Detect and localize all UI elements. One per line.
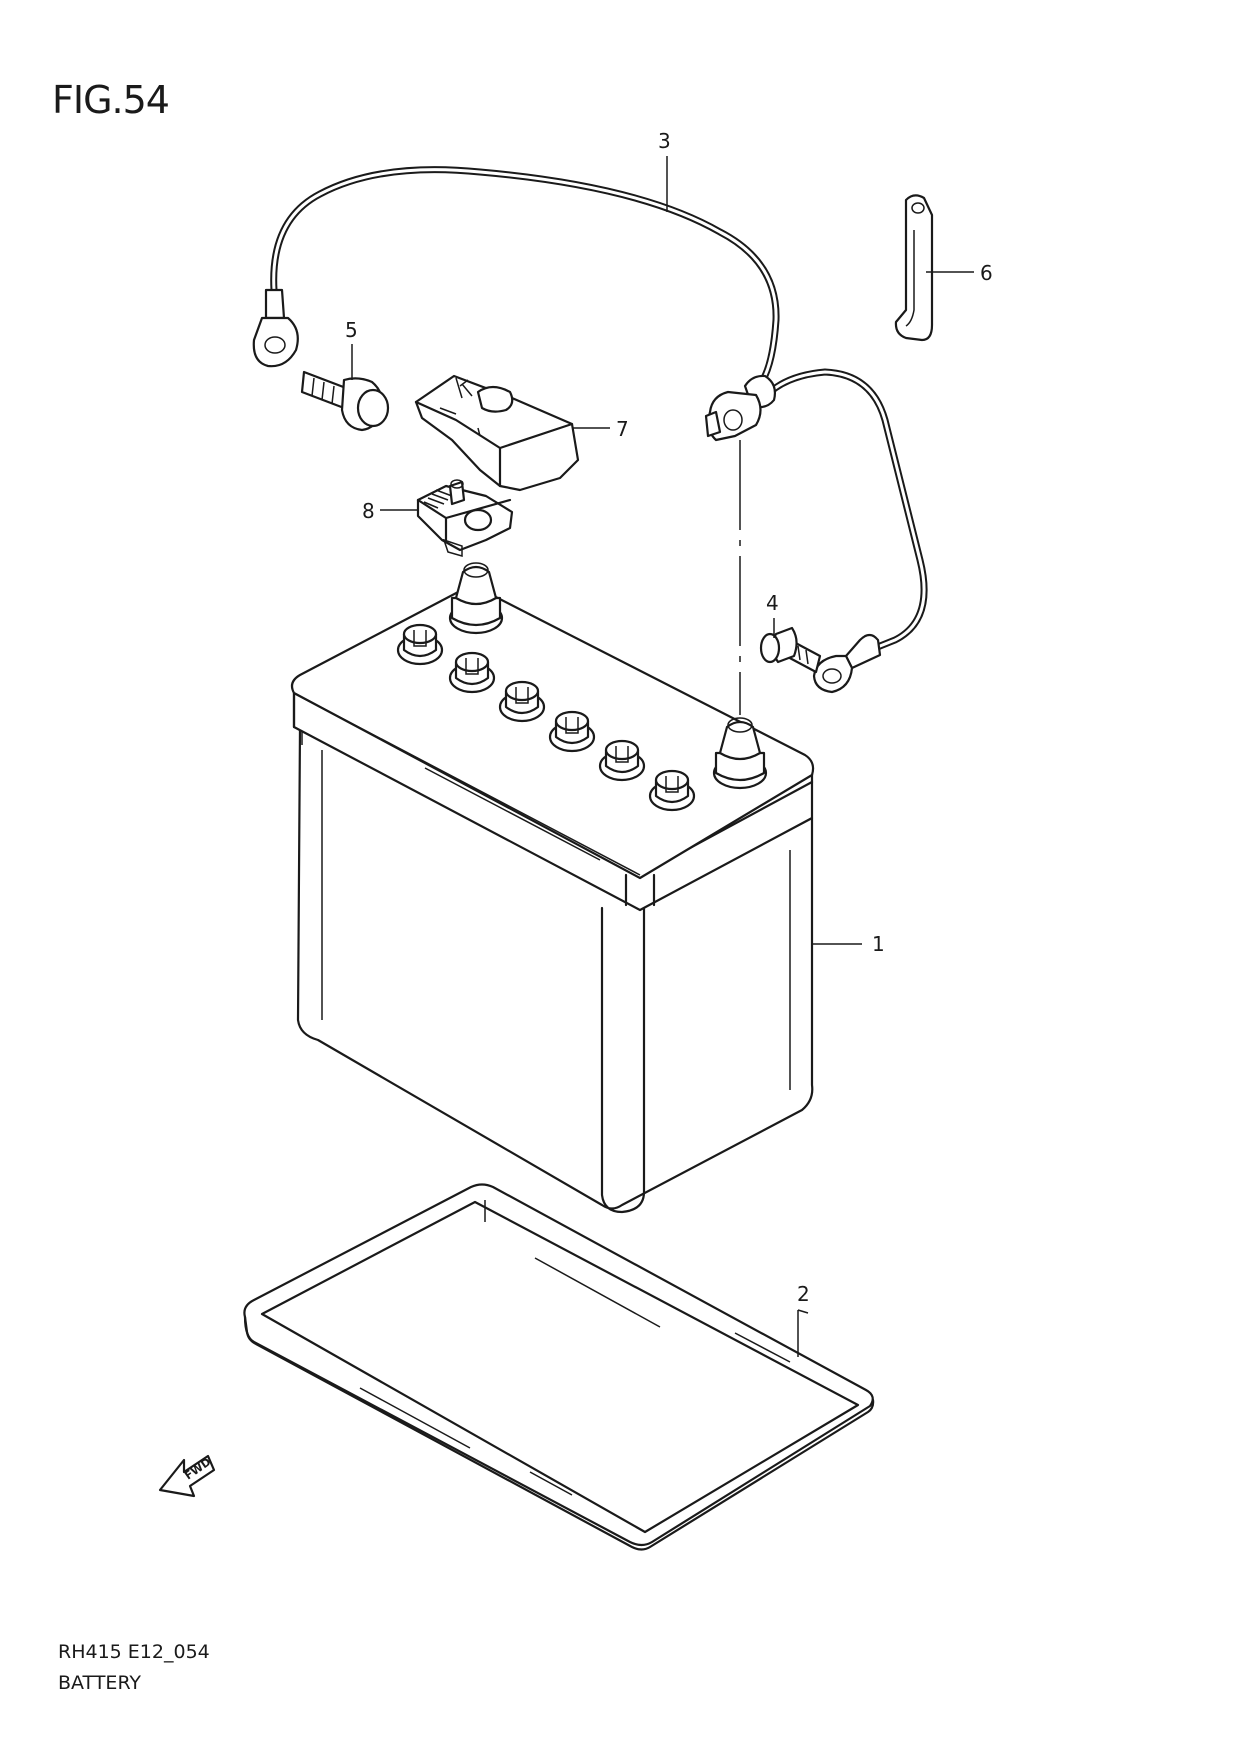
terminal-cover[interactable] [414,374,580,492]
cable-clip[interactable] [894,194,934,342]
terminal-bolt-4[interactable] [759,626,822,674]
callout-4: 4 [766,591,779,615]
callout-3: 3 [658,129,671,153]
cell-caps [396,623,696,812]
positive-terminal-post [448,562,504,635]
terminal-clamp[interactable] [416,479,514,557]
callout-8: 8 [362,499,375,523]
forward-direction-arrow: FWD [158,1454,216,1498]
battery-tray[interactable] [243,1183,875,1551]
callout-1: 1 [872,932,885,956]
figure-title: FIG.54 [52,78,170,122]
battery-cable[interactable] [252,166,928,694]
callout-6: 6 [980,261,993,285]
negative-terminal-post [712,717,768,790]
leader-lines [351,156,974,1357]
diagram-name: BATTERY [58,1672,142,1694]
diagram-code: RH415 E12_054 [58,1641,210,1663]
callout-5: 5 [345,318,358,342]
callout-2: 2 [797,1282,810,1306]
terminal-bolt-5[interactable] [300,370,390,432]
callout-7: 7 [616,417,629,441]
battery[interactable] [290,562,815,1214]
